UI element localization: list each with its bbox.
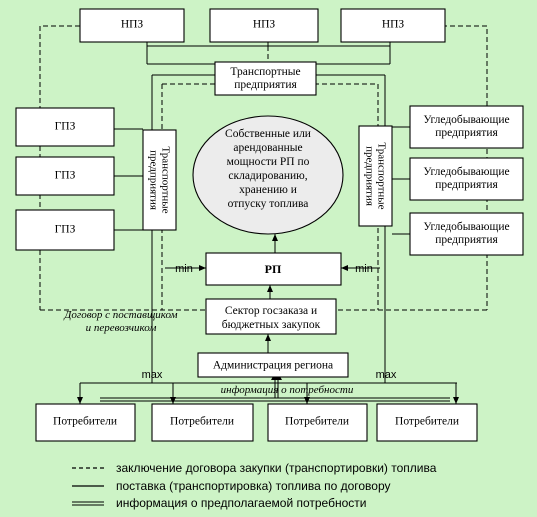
storage-line: хранению и — [239, 184, 297, 196]
administration-box: Администрация региона — [197, 352, 349, 378]
sector-line: Сектор госзаказа и — [225, 305, 317, 317]
max-label-left: max — [142, 369, 163, 381]
refinery-label: НПЗ — [382, 19, 405, 31]
storage-line: Собственные или — [225, 128, 311, 140]
refinery-label: НПЗ — [121, 19, 144, 31]
coal-enterprise-label: Угледобывающие предприятия — [423, 166, 510, 191]
legend-item-information: информация о предполагаемой потребности — [116, 496, 366, 510]
gas-plant-column: ГПЗ ГПЗ ГПЗ — [15, 107, 115, 251]
coal-column: Угледобывающие предприятия Угледобывающи… — [409, 105, 524, 256]
transport-right-label: Транспортные предприятия — [363, 142, 388, 210]
transport-top-label: Транспортные предприятия — [230, 65, 301, 91]
storage-line: складированию, — [228, 170, 307, 182]
administration-label: Администрация региона — [213, 360, 333, 372]
refinery-row: НПЗ НПЗ НПЗ — [79, 8, 446, 43]
storage-line: арендованные — [233, 142, 302, 154]
transport-top-box: Транспортные предприятия — [214, 61, 317, 96]
consumers-row: Потребители Потребители Потребители Потр… — [35, 403, 478, 442]
consumer-box: Потребители — [267, 403, 368, 442]
gas-plant-box: ГПЗ — [15, 107, 115, 147]
gas-plant-label: ГПЗ — [55, 121, 76, 133]
transport-right-box: Транспортные предприятия — [358, 125, 393, 227]
coal-enterprise-box: Угледобывающие предприятия — [409, 157, 524, 201]
transport-left-label: Транспортные предприятия — [147, 146, 172, 214]
consumer-label: Потребители — [395, 416, 459, 428]
transport-left-box: Транспортные предприятия — [142, 129, 177, 231]
consumer-box: Потребители — [376, 403, 478, 442]
coal-enterprise-label: Угледобывающие предприятия — [423, 221, 510, 246]
legend-item-delivery: поставка (транспортировка) топлива по до… — [116, 479, 391, 493]
coal-enterprise-box: Угледобывающие предприятия — [409, 105, 524, 149]
storage-line: отпуску топлива — [228, 198, 309, 210]
sector-line: бюджетных закупок — [222, 319, 321, 331]
consumer-label: Потребители — [53, 416, 117, 428]
rp-label: РП — [265, 262, 282, 276]
refinery-box: НПЗ — [79, 8, 185, 43]
consumer-label: Потребители — [285, 416, 349, 428]
gas-plant-label: ГПЗ — [55, 170, 76, 182]
coal-enterprise-box: Угледобывающие предприятия — [409, 212, 524, 256]
consumer-box: Потребители — [35, 403, 136, 442]
min-label-right: min — [355, 263, 373, 275]
max-label-right: max — [376, 369, 397, 381]
gas-plant-box: ГПЗ — [15, 209, 115, 251]
refinery-box: НПЗ — [340, 8, 446, 43]
refinery-box: НПЗ — [209, 8, 319, 43]
rp-box: РП — [205, 252, 342, 286]
contract-note-line: Договор с поставщиком — [63, 309, 177, 321]
storage-ellipse: Собственные или арендованные мощности РП… — [192, 115, 344, 235]
refinery-label: НПЗ — [253, 19, 276, 31]
coal-enterprise-label: Угледобывающие предприятия — [423, 114, 510, 139]
legend-item-contract: заключение договора закупки (транспортир… — [116, 461, 437, 475]
consumer-box: Потребители — [151, 403, 254, 442]
procurement-sector-box: Сектор госзаказа и бюджетных закупок — [205, 298, 337, 335]
gas-plant-label: ГПЗ — [55, 224, 76, 236]
info-note: информация о потребности — [221, 384, 354, 396]
consumer-label: Потребители — [170, 416, 234, 428]
min-label-left: min — [175, 263, 193, 275]
storage-line: мощности РП по — [227, 156, 310, 168]
gas-plant-box: ГПЗ — [15, 156, 115, 196]
legend: заключение договора закупки (транспортир… — [72, 461, 437, 510]
contract-note-line: и перевозчиком — [86, 322, 157, 334]
